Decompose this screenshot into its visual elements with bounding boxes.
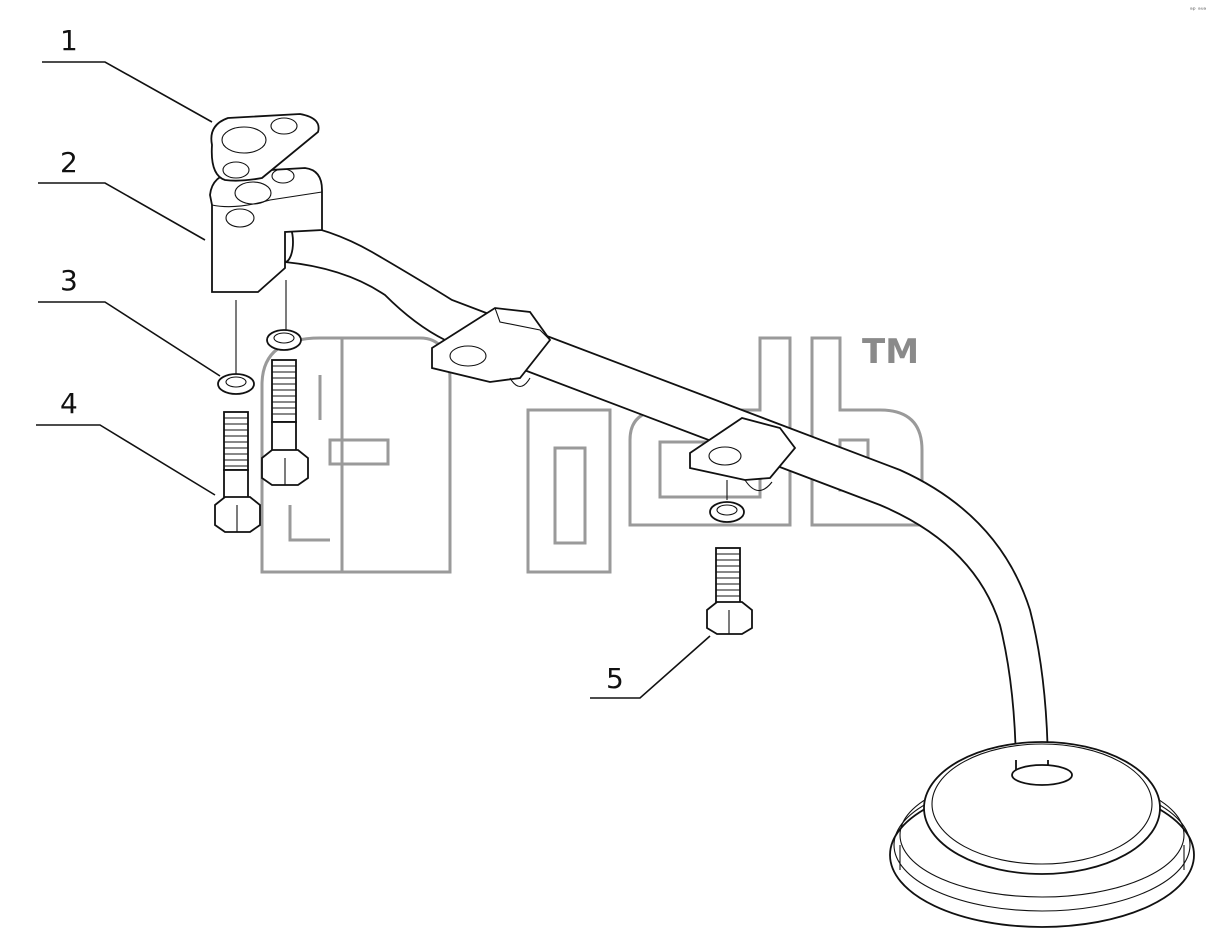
bracket-clamp-lower [689,417,797,492]
callout-5: 5 [590,635,711,699]
washer-right [709,480,745,523]
washer-left-front [217,373,255,395]
callout-number: 3 [60,264,78,297]
bracket-clamp-upper [431,307,552,388]
callout-number: 2 [60,146,78,179]
callout-number: 5 [606,662,624,695]
callout-4: 4 [36,387,216,496]
flange-block [209,167,323,293]
bolt-left-rear [261,280,309,486]
callout-2: 2 [38,146,206,241]
callout-3: 3 [38,264,221,377]
bolt-right [706,547,753,635]
callout-number: 1 [60,24,78,57]
trademark-symbol: TM [862,332,919,372]
bolt-left-front [214,300,261,533]
callout-1: 1 [42,24,213,123]
washer-left-rear [266,329,302,351]
callout-number: 4 [60,387,78,420]
strainer-bell [889,741,1195,928]
gasket [210,113,320,182]
corner-mark: ᵃᵖ ᵃᵘᵃ [1190,6,1207,14]
